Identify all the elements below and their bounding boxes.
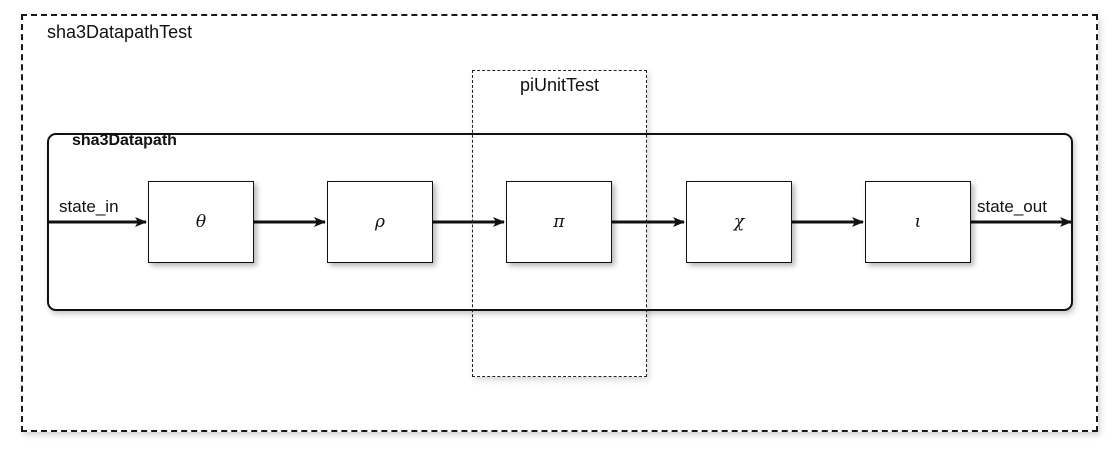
theta-symbol: θ [195,212,207,232]
pi-unit: π [506,181,612,263]
pi-unit-test-label: piUnitTest [519,75,600,95]
iota-unit: ι [865,181,971,263]
rho-symbol: ρ [375,212,385,232]
sha3-datapath-label: sha3Datapath [72,132,177,149]
state-out-label: state_out [977,197,1047,216]
chi-unit: χ [686,181,792,263]
theta-unit: θ [148,181,254,263]
rho-unit: ρ [327,181,433,263]
sha3-datapath-test-label: sha3DatapathTest [47,22,193,42]
state-in-label: state_in [59,197,119,216]
pi-symbol: π [553,212,565,232]
iota-symbol: ι [914,212,922,232]
pi-unit-test-boundary [472,70,647,377]
chi-symbol: χ [733,212,745,232]
